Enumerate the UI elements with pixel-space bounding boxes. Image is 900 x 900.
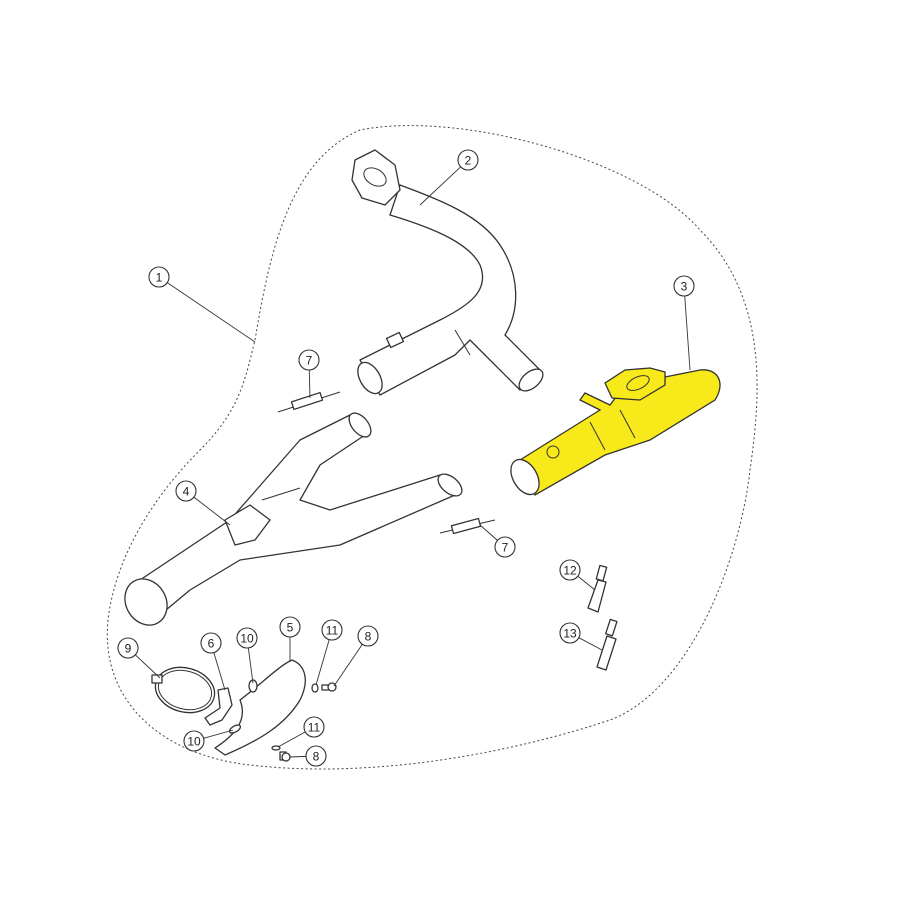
leader-line (193, 496, 231, 526)
callout-7: 7 (479, 524, 516, 558)
callout-number: 9 (125, 642, 132, 656)
leader-line (213, 652, 226, 691)
callout-bubble (357, 625, 379, 647)
callout-number: 3 (681, 280, 688, 294)
callout-12: 12 (559, 559, 596, 591)
callout-4: 4 (175, 480, 231, 526)
callout-number: 10 (240, 632, 254, 646)
part-12-tube (587, 564, 608, 613)
leader-line (333, 644, 363, 687)
callout-10: 10 (183, 729, 234, 752)
callout-10: 10 (236, 627, 258, 684)
callout-11: 11 (315, 619, 343, 686)
leader-line (167, 282, 256, 343)
part-7-spring (439, 517, 496, 535)
leader-line (419, 166, 462, 206)
callout-11: 11 (277, 716, 325, 748)
assembly-boundary (106, 125, 758, 770)
part-7-spring (277, 391, 341, 413)
callout-bubble (175, 480, 197, 502)
part-8-bolt (279, 751, 291, 762)
callout-bubble (148, 266, 170, 288)
callout-bubble (236, 627, 258, 649)
callout-2: 2 (419, 149, 479, 206)
callout-number: 11 (308, 721, 321, 735)
callout-number: 8 (313, 750, 320, 764)
part-4-y-pipe (124, 412, 463, 626)
part-10-washer (228, 724, 242, 734)
callout-8: 8 (289, 745, 327, 767)
callout-13: 13 (559, 622, 603, 651)
callout-number: 4 (183, 485, 190, 499)
leader-line (203, 729, 234, 739)
part-11-washer (311, 683, 319, 693)
leader-line (247, 647, 254, 684)
callout-number: 7 (502, 541, 509, 555)
callout-6: 6 (200, 632, 226, 691)
callout-bubble (117, 637, 139, 659)
callout-3: 3 (673, 275, 695, 371)
part-2-header-pipe (351, 149, 544, 396)
callout-9: 9 (117, 637, 161, 679)
callout-bubble (298, 349, 320, 371)
leader-line (289, 755, 307, 758)
callout-bubble (559, 622, 581, 644)
callout-bubble (183, 730, 205, 752)
part-13-tube (596, 618, 618, 671)
leader-line (577, 575, 596, 591)
callout-number: 10 (187, 735, 201, 749)
leader-line (315, 639, 330, 686)
callout-number: 12 (563, 564, 577, 578)
part-3-highlighted-pipe (510, 367, 721, 496)
callout-bubble (457, 149, 479, 171)
callout-number: 6 (208, 637, 215, 651)
part-6-bracket (204, 687, 233, 726)
callout-number: 11 (326, 624, 339, 638)
callout-bubble (279, 616, 301, 638)
leader-line (277, 731, 306, 748)
callout-bubble (305, 745, 327, 767)
leader-line (479, 524, 498, 541)
callout-number: 2 (465, 154, 472, 168)
callout-number: 5 (287, 621, 294, 635)
callout-7: 7 (298, 349, 320, 399)
callout-number: 13 (563, 627, 577, 641)
callout-bubble (303, 716, 325, 738)
callout-bubble (494, 536, 516, 558)
callout-number: 7 (306, 354, 313, 368)
callout-bubble (321, 619, 343, 641)
callout-number: 1 (156, 271, 163, 285)
leader-line (684, 295, 691, 371)
callout-1: 1 (148, 266, 256, 343)
part-8-bolt (321, 682, 337, 692)
leader-line (578, 637, 603, 651)
callout-bubble (559, 559, 581, 581)
part-9-clamp (151, 666, 216, 714)
callout-bubble (200, 632, 222, 654)
callout-5: 5 (279, 616, 301, 662)
callout-bubble (673, 275, 695, 297)
callout-number: 8 (365, 630, 372, 644)
callout-8: 8 (333, 625, 379, 687)
leader-line (308, 369, 311, 399)
leader-line (134, 654, 161, 679)
